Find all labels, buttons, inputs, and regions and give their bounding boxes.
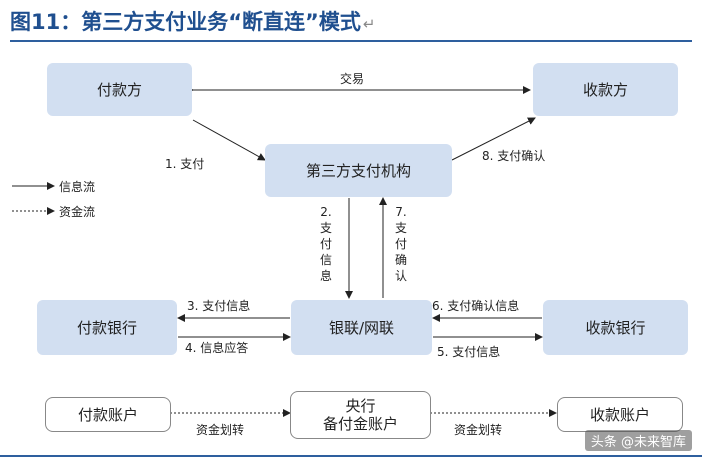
- figure-title: 图11：第三方支付业务“断直连”模式↵: [10, 10, 376, 34]
- trade-label: 交易: [340, 72, 365, 86]
- return-mark-icon: ↵: [362, 15, 376, 33]
- central-bank-line2: 备付金账户: [322, 415, 398, 433]
- step7-label: 7.支付确认: [394, 205, 407, 283]
- unionpay-node: 银联/网联: [291, 300, 432, 355]
- payee-bank-node: 收款银行: [543, 300, 688, 355]
- step3-label: 3. 支付信息: [187, 299, 251, 313]
- step2-label: 2.支付信息: [319, 205, 332, 283]
- payee-node: 收款方: [533, 63, 678, 116]
- payer-account-node: 付款账户: [45, 397, 171, 432]
- step8-arrow: [451, 117, 536, 161]
- third-party-node: 第三方支付机构: [265, 144, 452, 197]
- fund-transfer-1-label: 资金划转: [196, 423, 245, 437]
- step1-label: 1. 支付: [165, 157, 205, 171]
- bottom-divider: [0, 455, 702, 457]
- step1-arrow: [192, 119, 266, 161]
- step5-label: 5. 支付信息: [437, 345, 501, 359]
- payee-account-node: 收款账户: [557, 397, 683, 432]
- fund-transfer-2-label: 资金划转: [454, 423, 503, 437]
- watermark: 头条 @未来智库: [584, 430, 692, 451]
- step8-label: 8. 支付确认: [482, 149, 546, 163]
- payer-node: 付款方: [47, 63, 192, 116]
- legend-info-flow: 信息流: [59, 180, 96, 194]
- central-bank-line1: 央行: [345, 397, 376, 415]
- step4-label: 4. 信息应答: [185, 341, 249, 355]
- step6-label: 6. 支付确认信息: [432, 299, 520, 313]
- central-bank-node: 央行 备付金账户: [290, 391, 431, 439]
- title-divider: [10, 40, 692, 42]
- legend-fund-flow: 资金流: [59, 205, 96, 219]
- payer-bank-node: 付款银行: [37, 300, 177, 355]
